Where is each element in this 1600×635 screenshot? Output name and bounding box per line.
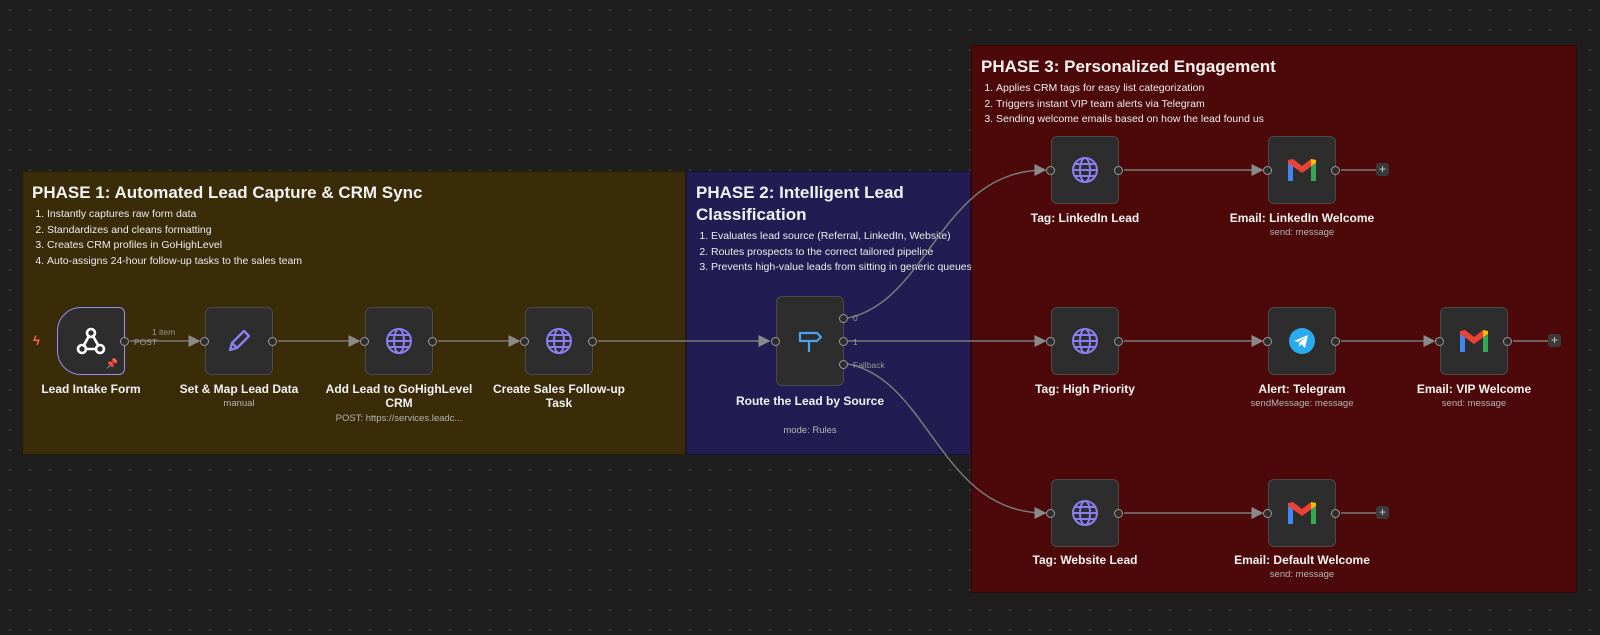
output-port[interactable] <box>120 337 129 346</box>
node-subtitle: send: message <box>1269 227 1335 238</box>
globe-icon <box>1072 157 1098 183</box>
create-task-node[interactable] <box>525 307 593 375</box>
globe-icon <box>1072 500 1098 526</box>
phase-3-title: PHASE 3: Personalized Engagement <box>981 57 1276 76</box>
list-item: Standardizes and cleans formatting <box>47 223 302 239</box>
node-label: Create Sales Follow-up Task <box>492 382 626 410</box>
node-subtitle: mode: Rules <box>783 425 837 436</box>
input-port[interactable] <box>1263 337 1272 346</box>
list-item: Triggers instant VIP team alerts via Tel… <box>996 97 1264 113</box>
add-node-button[interactable]: + <box>1376 163 1389 176</box>
node-label: Lead Intake Form <box>41 382 141 396</box>
edge-route-tagwebsite <box>847 363 1047 519</box>
signpost-icon <box>798 331 823 352</box>
tag-high-priority-node[interactable] <box>1051 307 1119 375</box>
input-port[interactable] <box>1046 509 1055 518</box>
gmail-icon <box>1288 159 1316 181</box>
output-port[interactable] <box>588 337 597 346</box>
node-subtitle: POST: https://services.leadc... <box>335 413 463 424</box>
tag-website-node[interactable] <box>1051 479 1119 547</box>
node-subtitle: sendMessage: message <box>1250 398 1354 409</box>
email-default-node[interactable] <box>1268 479 1336 547</box>
add-lead-node[interactable] <box>365 307 433 375</box>
add-node-button[interactable]: + <box>1376 506 1389 519</box>
edge-item-count: 1 item <box>152 327 176 337</box>
input-port[interactable] <box>1263 166 1272 175</box>
phase-2-list: Evaluates lead source (Referral, LinkedI… <box>696 229 973 276</box>
output-port[interactable] <box>1331 509 1340 518</box>
globe-icon <box>546 328 572 354</box>
output-port-fallback[interactable] <box>839 360 848 369</box>
output-port[interactable] <box>1114 166 1123 175</box>
node-label: Add Lead to GoHighLevel CRM <box>325 382 473 410</box>
route-output-0-label: 0 <box>853 313 858 323</box>
list-item: Evaluates lead source (Referral, LinkedI… <box>711 229 973 245</box>
input-port[interactable] <box>1046 166 1055 175</box>
list-item: Auto-assigns 24-hour follow-up tasks to … <box>47 254 302 270</box>
node-label: Tag: Website Lead <box>1032 553 1138 567</box>
input-port[interactable] <box>1263 509 1272 518</box>
pin-icon: 📌 <box>105 359 118 370</box>
output-port[interactable] <box>1331 337 1340 346</box>
email-linkedin-node[interactable] <box>1268 136 1336 204</box>
node-label: Email: LinkedIn Welcome <box>1229 211 1375 225</box>
node-label: Alert: Telegram <box>1258 382 1346 396</box>
input-port[interactable] <box>1046 337 1055 346</box>
route-output-1-label: 1 <box>853 337 858 347</box>
edge-route-taglinkedin <box>847 164 1047 319</box>
route-switch-node[interactable] <box>776 296 844 386</box>
gmail-icon <box>1460 330 1488 352</box>
lead-intake-form-node[interactable]: 📌 <box>57 307 125 375</box>
list-item: Sending welcome emails based on how the … <box>996 112 1264 128</box>
input-port[interactable] <box>771 337 780 346</box>
output-port[interactable] <box>1331 166 1340 175</box>
node-label: Email: Default Welcome <box>1234 553 1370 567</box>
input-port[interactable] <box>200 337 209 346</box>
route-fallback-label: Fallback <box>853 360 885 370</box>
telegram-alert-node[interactable] <box>1268 307 1336 375</box>
email-vip-node[interactable] <box>1440 307 1508 375</box>
node-subtitle: send: message <box>1269 569 1335 580</box>
node-label: Email: VIP Welcome <box>1416 382 1532 396</box>
output-port[interactable] <box>1503 337 1512 346</box>
trigger-bolt-icon: ϟ <box>33 333 40 348</box>
telegram-icon <box>1289 328 1315 354</box>
webhook-icon <box>76 327 106 355</box>
list-item: Creates CRM profiles in GoHighLevel <box>47 238 302 254</box>
globe-icon <box>1072 328 1098 354</box>
phase-3-list: Applies CRM tags for easy list categoriz… <box>981 81 1264 128</box>
output-port-1[interactable] <box>839 337 848 346</box>
list-item: Prevents high-value leads from sitting i… <box>711 260 973 276</box>
input-port[interactable] <box>1435 337 1444 346</box>
gmail-icon <box>1288 502 1316 524</box>
set-map-node[interactable] <box>205 307 273 375</box>
output-port[interactable] <box>1114 509 1123 518</box>
globe-icon <box>386 328 412 354</box>
output-port[interactable] <box>428 337 437 346</box>
node-subtitle: send: message <box>1441 398 1507 409</box>
tag-linkedin-node[interactable] <box>1051 136 1119 204</box>
node-label: Route the Lead by Source <box>735 394 885 408</box>
add-node-button[interactable]: + <box>1548 334 1561 347</box>
pencil-icon <box>228 329 251 352</box>
input-port[interactable] <box>520 337 529 346</box>
node-subtitle: manual <box>223 398 255 409</box>
list-item: Instantly captures raw form data <box>47 207 302 223</box>
phase-2-note[interactable]: PHASE 2: Intelligent Lead Classification… <box>686 171 973 455</box>
list-item: Routes prospects to the correct tailored… <box>711 245 973 261</box>
list-item: Applies CRM tags for easy list categoriz… <box>996 81 1264 97</box>
output-port[interactable] <box>268 337 277 346</box>
node-label: Tag: LinkedIn Lead <box>1030 211 1140 225</box>
output-port-0[interactable] <box>839 314 848 323</box>
output-port[interactable] <box>1114 337 1123 346</box>
phase-1-title: PHASE 1: Automated Lead Capture & CRM Sy… <box>32 183 423 202</box>
phase-1-list: Instantly captures raw form data Standar… <box>32 207 302 269</box>
input-port[interactable] <box>360 337 369 346</box>
phase-2-title: PHASE 2: Intelligent Lead Classification <box>696 183 904 224</box>
edge-method-label: POST <box>134 337 158 347</box>
node-label: Tag: High Priority <box>1035 382 1135 396</box>
node-label: Set & Map Lead Data <box>179 382 299 396</box>
